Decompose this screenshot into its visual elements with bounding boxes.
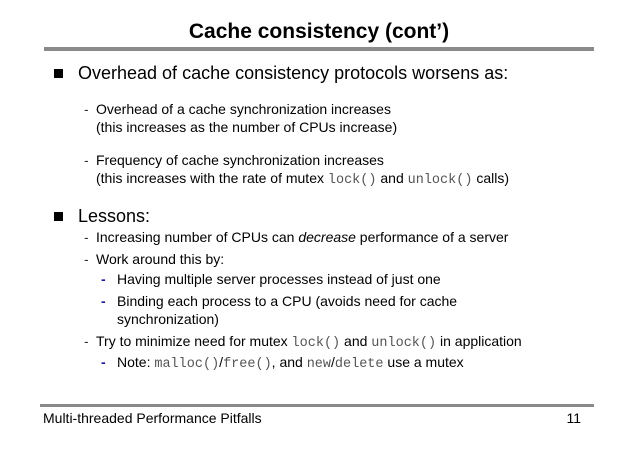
page-number: 11 (566, 410, 581, 426)
sub-bullet-text: (this increases with the rate of mutex l… (96, 169, 509, 190)
text-run: Note: (117, 354, 155, 370)
text-run: / (331, 354, 335, 370)
code-unlock: unlock() (371, 336, 437, 351)
code-delete: delete (334, 357, 384, 372)
sub-bullet-text: Work around this by: (96, 251, 225, 267)
footer-title: Multi-threaded Performance Pitfalls (43, 410, 262, 426)
code-lock: lock() (327, 173, 377, 188)
code-lock: lock() (291, 336, 341, 351)
bullet-text: Lessons: (78, 206, 151, 226)
title-divider (44, 47, 594, 51)
code-free: free() (223, 357, 272, 372)
text-run: Increasing number of CPUs can (96, 229, 299, 245)
text-run: in application (436, 333, 522, 349)
text-run: and (376, 170, 408, 186)
dash-bullet-icon: - (101, 354, 106, 370)
code-unlock: unlock() (407, 173, 473, 188)
dash-bullet-icon: - (84, 229, 89, 245)
square-bullet-icon (54, 69, 63, 78)
text-run: and (340, 333, 372, 349)
sub-sub-bullet-text: Note: malloc()/free(), and new/delete us… (117, 353, 464, 374)
slide-title: Cache consistency (cont’) (188, 20, 450, 43)
square-bullet-icon (54, 212, 63, 221)
sub-bullet-text: Increasing number of CPUs can decrease p… (96, 228, 508, 246)
text-run: Try to minimize need for mutex (96, 333, 292, 349)
dash-bullet-icon: - (84, 333, 89, 349)
dash-bullet-icon: - (84, 251, 89, 267)
text-run: calls) (472, 170, 509, 186)
sub-bullet-text: Frequency of cache synchronization incre… (96, 152, 384, 168)
sub-sub-bullet-text: Binding each process to a CPU (avoids ne… (117, 293, 458, 309)
sub-bullet-text: Overhead of a cache synchronization incr… (96, 101, 391, 117)
sub-bullet-text: (this increases as the number of CPUs in… (96, 119, 398, 135)
sub-sub-bullet-text: synchronization) (117, 311, 219, 327)
footer-divider (40, 404, 594, 407)
text-run: use a mutex (383, 354, 464, 370)
text-run: (this increases with the rate of mutex (96, 170, 328, 186)
dash-bullet-icon: - (84, 101, 89, 117)
dash-bullet-icon: - (101, 271, 106, 287)
text-run: / (219, 354, 224, 370)
sub-bullet-text: Try to minimize need for mutex lock() an… (96, 332, 522, 353)
code-malloc: malloc() (154, 357, 220, 372)
dash-bullet-icon: - (101, 293, 106, 309)
emphasis-decrease: decrease (298, 229, 356, 245)
sub-sub-bullet-text: Having multiple server processes instead… (117, 271, 441, 287)
text-run: , and (271, 354, 307, 370)
code-new: new (306, 357, 332, 372)
dash-bullet-icon: - (84, 152, 89, 168)
bullet-text: Overhead of cache consistency protocols … (78, 63, 509, 83)
text-run: performance of a server (355, 229, 509, 245)
